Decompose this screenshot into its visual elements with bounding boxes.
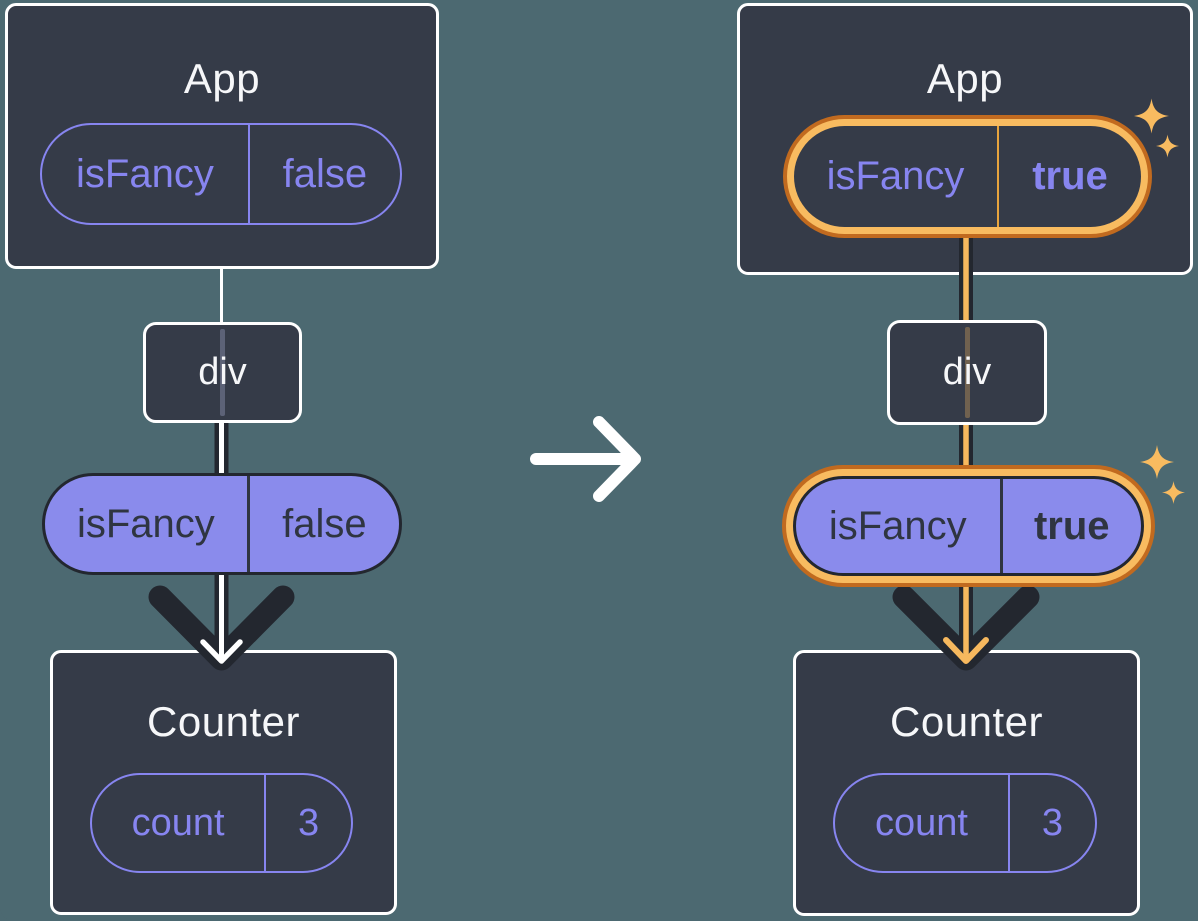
app-prop-pill-before: isFancy false xyxy=(40,123,402,225)
pill-divider xyxy=(264,775,267,871)
state-value: 3 xyxy=(298,801,320,844)
pill-divider xyxy=(999,479,1003,573)
state-pill-before: count 3 xyxy=(90,773,353,873)
div-label: div xyxy=(942,351,992,393)
pill-divider xyxy=(246,476,250,572)
prop-name: isFancy xyxy=(76,501,215,546)
state-value: 3 xyxy=(1041,801,1064,844)
div-node-before: div xyxy=(143,322,302,423)
state-name: count xyxy=(131,801,225,844)
prop-name: isFancy xyxy=(826,154,965,198)
div-label: div xyxy=(198,351,247,393)
passed-prop-pill-before: isFancy false xyxy=(42,473,402,575)
prop-name: isFancy xyxy=(76,151,214,196)
prop-value: true xyxy=(1032,154,1108,198)
prop-value: true xyxy=(1033,503,1110,548)
state-pill-after: count 3 xyxy=(833,773,1097,873)
state-name: count xyxy=(874,801,968,844)
prop-value: false xyxy=(282,151,368,196)
div-node-after: div xyxy=(887,320,1047,425)
pass-through-line xyxy=(220,329,225,416)
highlight-ring: isFancy true xyxy=(787,119,1148,234)
prop-name: isFancy xyxy=(828,503,967,548)
passed-prop-pill-after-highlight: isFancy true xyxy=(782,465,1155,587)
prop-value: false xyxy=(282,501,367,546)
app-prop-pill-after-highlight: isFancy true xyxy=(783,115,1152,238)
counter-title: Counter xyxy=(890,698,1043,745)
app-title: App xyxy=(926,55,1004,102)
app-title: App xyxy=(183,55,261,102)
app-prop-pill-after: isFancy true xyxy=(794,126,1141,227)
passed-prop-pill-after: isFancy true xyxy=(793,476,1144,576)
highlight-ring: isFancy true xyxy=(786,469,1151,583)
pill-divider xyxy=(247,125,250,223)
pill-divider xyxy=(1007,775,1010,871)
counter-title: Counter xyxy=(147,698,300,745)
pill-divider xyxy=(996,126,999,227)
